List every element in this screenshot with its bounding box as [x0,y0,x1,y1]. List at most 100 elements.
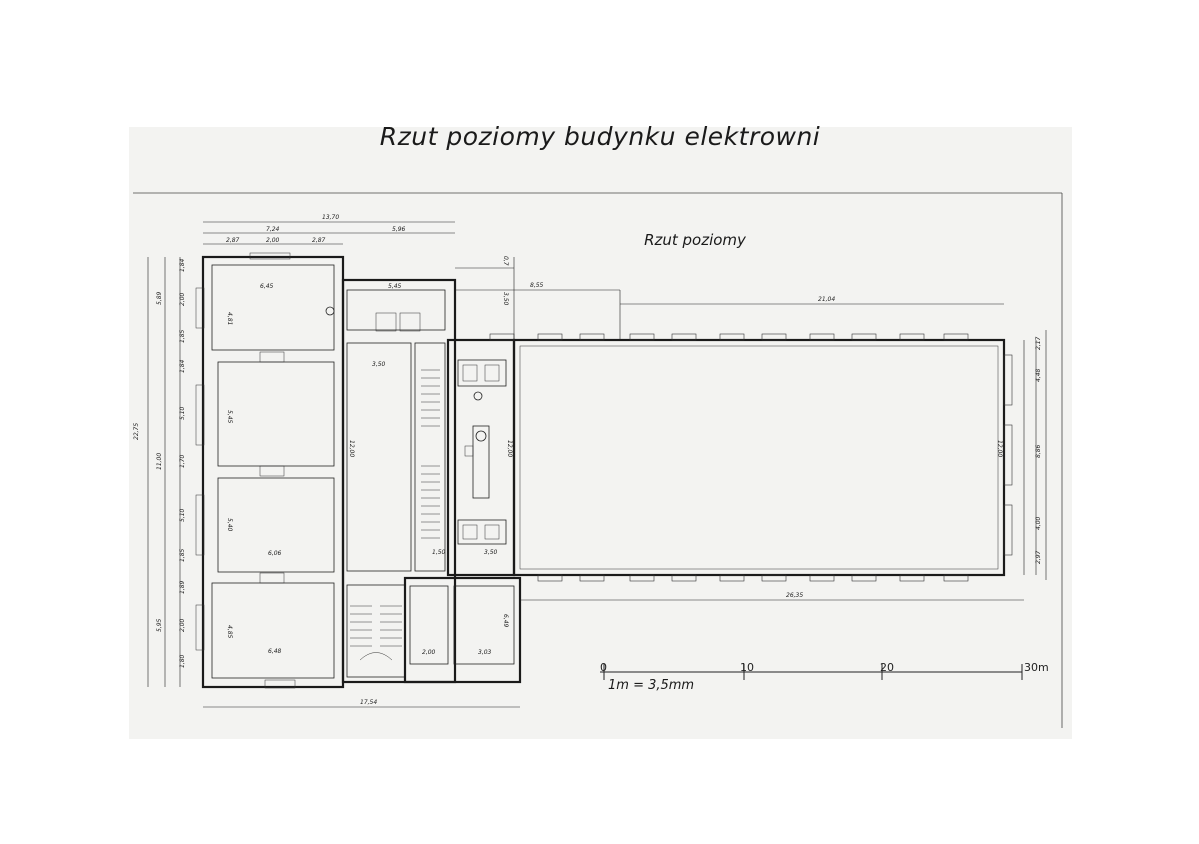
scale-bar: 0 10 20 30m [600,661,1049,680]
annex-a-label: 2,00 [422,649,436,656]
dim-right-a: 2,17 [1035,336,1042,350]
dim-hall-depth: 12,00 [996,440,1003,457]
turbine-hall-inner [519,345,999,570]
dim-overall-top: 13,70 [322,214,339,221]
equipment-box [375,312,397,332]
lower-annex: 2,00 3,03 6,49 [403,576,522,684]
window [249,252,291,260]
turbine-hall [489,333,1013,582]
dim-hall-length: 21,04 [818,296,835,303]
dim-hall-offset: 8,55 [530,282,544,289]
room2-depth-label: 5,45 [226,410,233,424]
switchboard-top [457,359,507,387]
corridor [346,342,412,572]
column-icon [325,306,335,316]
room4-width-label: 6,48 [268,648,282,655]
corridor-length-label: 12,00 [348,440,355,457]
corridor-left-label: 3,50 [372,361,386,368]
equipment-box [399,312,421,332]
stair-treads [421,369,440,539]
annex-room-a [409,585,449,665]
dim-top-c3: 2,87 [312,237,326,244]
window [195,604,205,651]
dim-left-g: 1,70 [179,454,186,468]
central-block-outline [341,278,457,684]
dim-left-e: 1,89 [179,580,186,594]
dim-right-b: 4,48 [1035,368,1042,382]
dim-right-d: 4,00 [1035,516,1042,530]
corridor-width-label: 5,45 [388,283,402,290]
switch-depth-label: 12,00 [506,440,513,457]
switch-panel [462,364,478,382]
switch-panel [484,364,500,382]
staircase-shaft [414,342,446,572]
door [259,351,285,363]
dim-left-a: 1,84 [179,258,186,272]
left-wing-outline [201,255,345,689]
stairwell-lower [346,584,406,678]
dim-left-d: 1,84 [179,359,186,373]
switch-panel [462,524,478,540]
hall-windows-top [489,333,969,341]
room4-depth-label: 4,85 [226,625,233,639]
dim-left-i: 2,00 [179,618,186,632]
room1-width-label: 6,45 [260,283,274,290]
switchboard-bottom [457,519,507,545]
scale-tick-0: 0 [600,661,607,674]
door [259,572,285,584]
scale-tick-20: 20 [880,661,894,674]
room-1 [211,264,335,351]
dim-left-j: 1,85 [179,548,186,562]
dim-top-b: 5,96 [392,226,406,233]
annex-b-label: 3,03 [478,649,492,656]
dim-left-split: 11,00 [156,453,163,470]
annex-depth-label: 6,49 [502,614,509,628]
dim-right-e: 2,97 [1035,550,1042,564]
column-icon [473,391,483,401]
room3-width-label: 6,06 [268,550,282,557]
dim-stair-depth: 3,50 [502,292,509,306]
central-block: 5,45 3,50 12,00 1,50 [341,278,457,684]
room3-depth-label: 5,40 [226,518,233,532]
lower-stair-treads [350,605,402,661]
window [195,287,205,329]
dim-top-c2: 2,00 [266,237,280,244]
scale-tick-30: 30m [1024,661,1049,674]
dim-left-r2: 5,95 [156,618,163,632]
annex-room-b [453,585,515,665]
drawing-title: Rzut poziomy budynku elektrowni [379,122,821,151]
dim-top-a: 7,24 [266,226,280,233]
switch-panel [464,445,474,457]
stair-width-label: 1,50 [432,549,446,556]
dim-overall-bottom: 17,54 [360,699,377,706]
room-2 [217,361,335,467]
plan-label: Rzut poziomy [644,231,746,249]
turbine-hall-outline [512,338,1006,577]
window [195,494,205,556]
dim-left-f: 5,10 [179,406,186,420]
dim-left-r1: 5,89 [156,291,163,305]
control-desk [472,425,490,499]
dim-left-h: 5,10 [179,508,186,522]
dimension-lines [147,221,1047,708]
scale-tick-10: 10 [740,661,754,674]
window [264,679,296,689]
annex-outline [403,576,522,684]
switch-width-label: 3,50 [484,549,498,556]
dim-overall-left: 22,75 [133,423,140,440]
door [259,465,285,477]
scale-note: 1m = 3,5mm [608,678,695,693]
dim-top-c1: 2,87 [226,237,240,244]
left-wing: 6,45 4,81 5,45 5,40 6,06 4,85 6,48 [195,252,345,689]
switchgear-bay: 12,00 3,50 [446,338,516,577]
control-wheel-icon [475,430,487,442]
dim-left-b: 2,00 [179,292,186,306]
window [195,384,205,446]
dim-left-k: 1,80 [179,654,186,668]
switch-panel [484,524,500,540]
dim-small-gap: 0,7 [502,256,509,266]
hall-windows-bottom [537,574,969,582]
room-3 [217,477,335,573]
room1-depth-label: 4,81 [226,312,233,325]
